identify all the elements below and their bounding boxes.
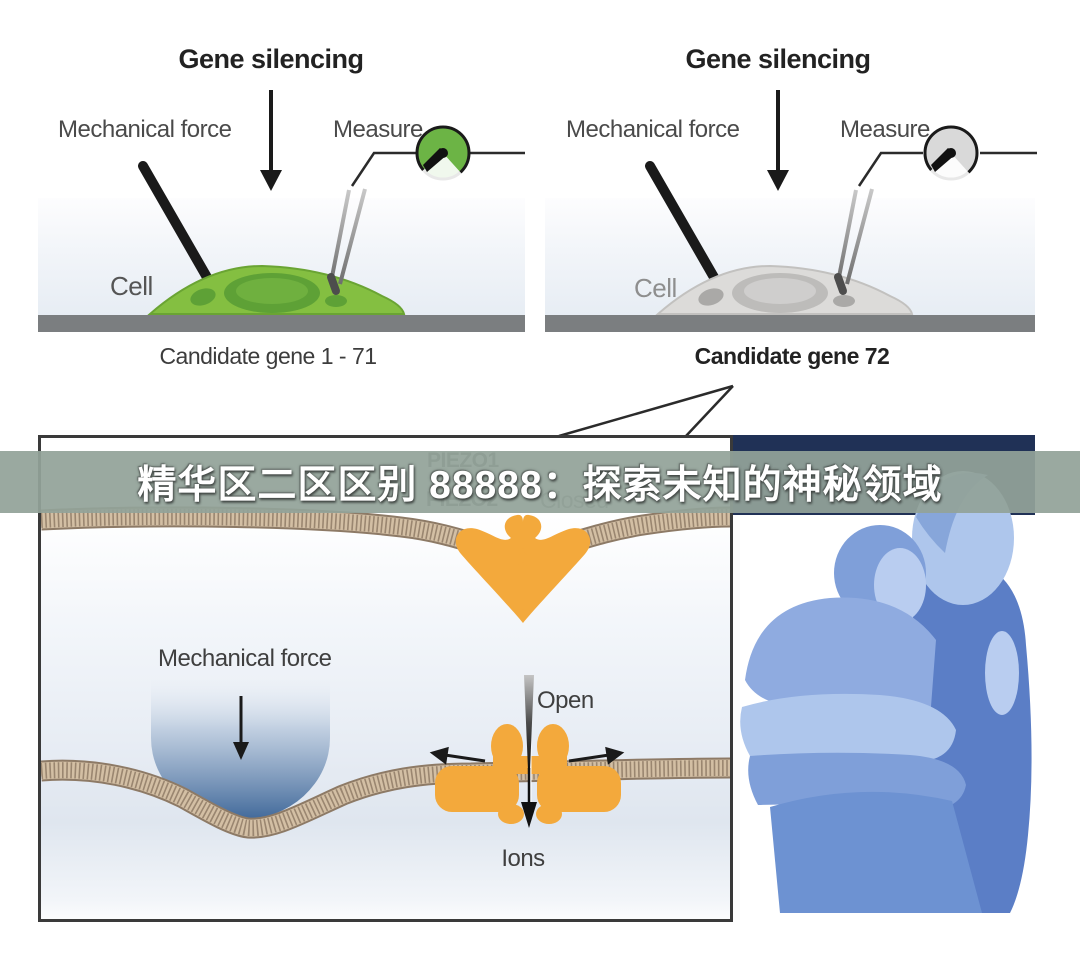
left-measure-label: Measure [333, 116, 423, 143]
lower-membrane [41, 757, 730, 839]
gene-silencing-arrow-left [260, 90, 282, 191]
watermark-banner: 精华区二区区别 88888：探索未知的神秘领域 [0, 451, 1080, 513]
figure-light-sliver [985, 631, 1019, 715]
watermark-text: 精华区二区区别 88888：探索未知的神秘领域 [137, 464, 943, 507]
gene-silencing-arrow-right [767, 90, 789, 191]
open-channel-icon [435, 724, 621, 824]
figure-face-patch [874, 548, 926, 622]
figure-lower-bodies [770, 791, 982, 913]
force-indenter-icon [151, 680, 330, 820]
right-cell-label: Cell [634, 273, 677, 303]
zoom-wedge-lines [558, 384, 734, 438]
pipette-icon-right [834, 188, 874, 295]
top-panels-artwork [138, 90, 1037, 315]
upper-membrane [41, 506, 730, 567]
pipette-icon-left [327, 188, 367, 295]
figure-arm-light [740, 693, 956, 762]
hugging-figures-illustration [740, 471, 1032, 913]
force-probe-icon-right [645, 161, 724, 291]
green-cell-icon [147, 264, 406, 315]
right-panel-caption: Candidate gene 72 [694, 343, 890, 369]
detail-force-label: Mechanical force [158, 645, 332, 672]
membrane-detail-box [38, 435, 733, 922]
left-cell-label: Cell [110, 271, 153, 301]
needle-icon [521, 675, 537, 828]
figure-shoulder [745, 597, 936, 720]
membrane-tension-arrows [429, 746, 625, 765]
gauge-icon-gray [923, 125, 979, 184]
right-force-label: Mechanical force [566, 116, 740, 143]
closed-channel-icon [455, 514, 591, 623]
measure-connector-right [857, 151, 1037, 187]
open-state-label: Open [537, 687, 594, 714]
force-probe-icon-left [138, 161, 217, 291]
membrane-detail-artwork [41, 506, 730, 839]
left-force-label: Mechanical force [58, 116, 232, 143]
gray-cell-icon [655, 264, 914, 315]
left-panel-title: Gene silencing [178, 44, 364, 74]
measure-connector-left [350, 151, 525, 187]
ions-label: Ions [501, 845, 545, 872]
left-panel-caption: Candidate gene 1 - 71 [159, 343, 377, 369]
right-panel-title: Gene silencing [685, 44, 871, 74]
right-measure-label: Measure [840, 116, 930, 143]
right-substrate-bar [545, 315, 1035, 332]
gauge-icon-green [415, 125, 471, 184]
left-substrate-bar [38, 315, 525, 332]
